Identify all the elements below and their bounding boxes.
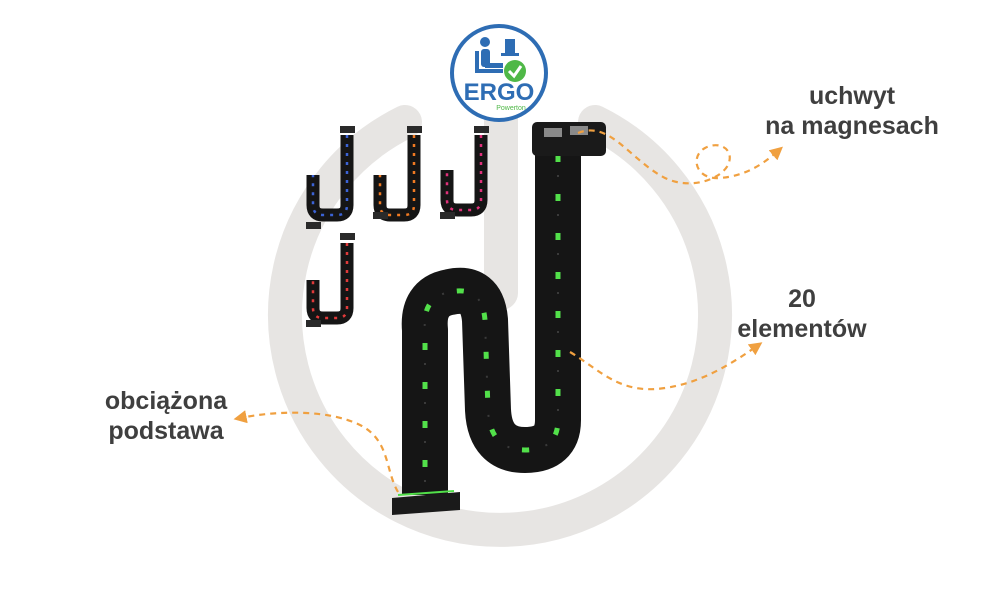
label-magnetic-holder: uchwyt na magnesach xyxy=(752,81,952,141)
label-magnetic-holder-line1: uchwyt xyxy=(808,82,896,110)
ergo-powerton-logo: ERGO Powerton xyxy=(450,24,548,122)
magnetic-holder xyxy=(532,122,606,156)
label-element-count: 20 elementów xyxy=(702,284,902,344)
arrow-left-icon xyxy=(233,410,399,493)
variant-thumbnail-orange xyxy=(373,126,422,222)
check-icon xyxy=(504,60,526,82)
variant-thumbnail-red xyxy=(306,233,355,327)
label-element-count-line1: 20 xyxy=(788,285,816,313)
arrow-right-icon xyxy=(569,342,763,391)
power-symbol-icon xyxy=(268,90,732,547)
variant-thumbnail-pink xyxy=(440,126,489,219)
office-chair-icon xyxy=(475,37,519,73)
logo-brand: ERGO xyxy=(464,79,535,106)
logo-subbrand: Powerton xyxy=(496,105,526,112)
weighted-base xyxy=(392,490,460,515)
label-magnetic-holder-line2: na magnesach xyxy=(765,112,939,140)
label-weighted-base-line1: obciążona xyxy=(104,387,228,415)
cable-spine xyxy=(401,155,581,495)
label-weighted-base: obciążona podstawa xyxy=(66,386,266,446)
label-element-count-line2: elementów xyxy=(737,315,867,343)
variant-thumbnail-blue xyxy=(306,126,355,229)
arrow-right-icon xyxy=(577,129,783,185)
label-weighted-base-line2: podstawa xyxy=(108,417,224,445)
